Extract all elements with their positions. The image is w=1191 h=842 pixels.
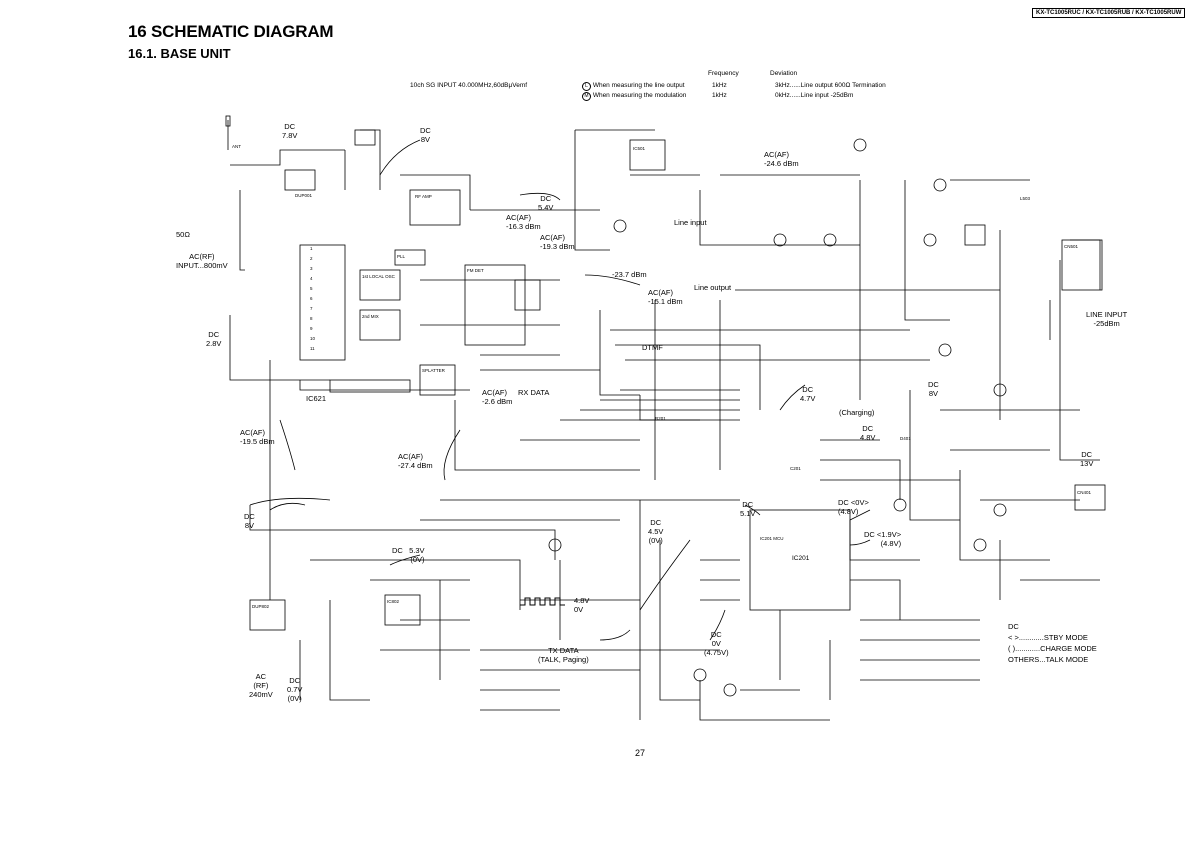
svg-text:L503: L503 [1020,196,1031,201]
svg-text:1st LOCAL OSC: 1st LOCAL OSC [362,274,396,279]
legend-stby: < >............STBY MODE [1008,633,1088,642]
modulation-note: M When measuring the modulation [582,92,686,101]
svg-text:3: 3 [310,266,313,271]
dc-4-7v-label: DC 4.7V [800,385,816,403]
dc-13v-label: DC 13V [1080,450,1094,468]
dc-0-7v-label: DC 0.7V (0V) [287,676,303,703]
line-output-note: L When measuring the line output [582,82,685,91]
svg-text:ANT: ANT [232,144,241,149]
svg-text:IC201 MCU: IC201 MCU [760,536,784,541]
dc-5-1v-label: DC 5.1V [740,500,756,518]
modulation-dev: 0kHz......Line input -25dBm [775,92,854,99]
dc-4-5v-label: DC 4.5V (0V) [648,518,664,545]
svg-text:11: 11 [310,346,315,351]
l-circle-icon: L [582,82,591,91]
tx-data-label: TX DATA (TALK, Paging) [538,646,589,664]
ac-af-16-3-label: AC(AF) -16.3 dBm [506,213,541,231]
ic621-label: IC621 [306,394,327,403]
svg-text:R201: R201 [655,416,666,421]
svg-text:8: 8 [310,316,313,321]
legend-title: DC [1008,622,1019,631]
svg-text:10: 10 [310,336,316,341]
svg-text:4: 4 [310,276,313,281]
ac-23-7-label: -23.7 dBm [612,270,647,279]
dc-4-8v-label: DC 4.8V [860,424,876,442]
ac-af-2-6-label: AC(AF) -2.6 dBm [482,388,513,406]
line-output-label: Line output [694,283,732,292]
dc-5-3v-label: DC 5.3V (0V) [392,546,425,564]
dc-0v-label: DC <0V> (4.8V) [838,498,869,516]
rx-data-label: RX DATA [518,388,550,397]
line-input-25-label: LINE INPUT -25dBm [1086,310,1128,328]
svg-text:IC501: IC501 [633,146,646,151]
pulse-level-label: 4.8V 0V [574,596,590,614]
svg-text:RF AMP: RF AMP [415,194,432,199]
svg-text:FM DET: FM DET [467,268,484,273]
modulation-freq: 1kHz [712,92,727,99]
svg-text:PLL: PLL [397,254,406,259]
model-numbers-box: KX-TC1005RUC / KX-TC1005RUB / KX-TC1005R… [1032,8,1186,18]
deviation-header: Deviation [770,70,798,77]
svg-text:CN501: CN501 [1064,244,1079,249]
ac-af-19-3-label: AC(AF) -19.3 dBm [540,233,575,251]
dc-5-4v-label: DC 5.4V [538,194,554,212]
ac-rf-input-label: AC(RF) INPUT...800mV [176,252,228,270]
m-circle-icon: M [582,92,591,101]
line-output-freq: 1kHz [712,82,727,89]
svg-text:DUP001: DUP001 [295,193,313,198]
svg-text:2nd MIX: 2nd MIX [362,314,379,319]
ac-rf-240mv-label: AC (RF) 240mV [249,672,273,699]
svg-text:9: 9 [310,326,313,331]
svg-text:SPLATTER: SPLATTER [422,368,446,373]
ac-af-15-1-label: AC(AF) -15.1 dBm [648,288,683,306]
page-title: 16 SCHEMATIC DIAGRAM [128,22,334,41]
dtmf-label: DTMF [642,343,663,352]
svg-text:D401: D401 [900,436,911,441]
charging-label: (Charging) [839,408,875,417]
dc-1-9v-label: DC <1.9V> (4.8V) [864,530,902,548]
dc-8v-label-left: DC 8V [244,512,255,530]
ohm-50-label: 50Ω [176,230,190,239]
sg-input-condition: 10ch SG INPUT 40.000MHz,60dBμVemf [410,82,528,89]
ac-af-24-6-label: AC(AF) -24.6 dBm [764,150,799,168]
ac-af-27-4-label: AC(AF) -27.4 dBm [398,452,433,470]
line-input-label: Line input [674,218,707,227]
dc-8v-label-right: DC 8V [928,380,939,398]
svg-text:CN401: CN401 [1077,490,1092,495]
legend-others: OTHERS...TALK MODE [1008,655,1089,664]
svg-text:DUP802: DUP802 [252,604,270,609]
dc-7-8v-label: DC 7.8V [282,122,298,140]
svg-text:C201: C201 [790,466,801,471]
page-number: 27 [635,748,646,758]
line-output-dev: 3kHz......Line output 600Ω Termination [775,82,886,89]
legend-charge: ( )............CHARGE MODE [1008,644,1097,653]
dc-8v-label-top: DC 8V [420,126,431,144]
svg-text:5: 5 [310,286,313,291]
dc-2-8v-label: DC 2.8V [206,330,222,348]
ac-af-19-5-label: AC(AF) -19.5 dBm [240,428,275,446]
svg-text:1: 1 [310,246,313,251]
ic201-label: IC201 [792,555,810,562]
frequency-header: Frequency [708,70,739,77]
svg-text:IC802: IC802 [387,599,400,604]
dc-0v-475-label: DC 0V (4.75V) [704,630,729,657]
svg-text:6: 6 [310,296,313,301]
svg-text:2: 2 [310,256,313,261]
svg-text:7: 7 [310,306,313,311]
section-title: 16.1. BASE UNIT [128,46,231,61]
